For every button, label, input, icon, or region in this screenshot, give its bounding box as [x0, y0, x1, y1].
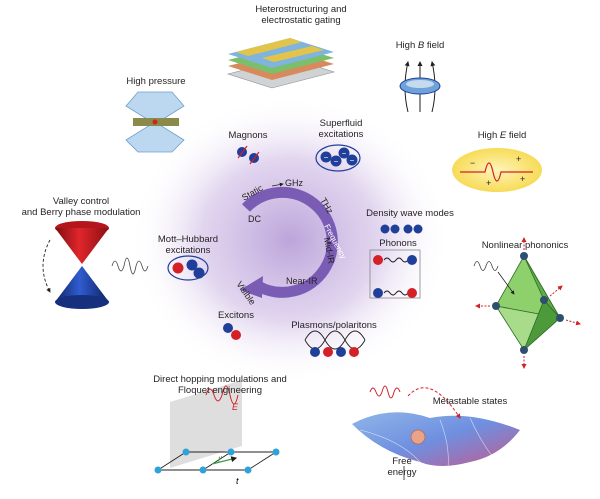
density-wave-glyph	[380, 224, 423, 234]
phonons-glyph	[369, 249, 421, 299]
svg-text:−: −	[324, 153, 329, 162]
plasmons-glyph	[304, 330, 366, 357]
mott-hubbard-glyph	[167, 255, 209, 281]
svg-text:−: −	[342, 149, 347, 158]
label-high-pressure: High pressure	[126, 76, 186, 87]
label-superfluid-line2: excitations	[318, 129, 364, 140]
svg-text:+: +	[516, 154, 521, 164]
label-floquet-line2: Floquet engineering	[178, 385, 262, 396]
svg-text:+: +	[486, 178, 491, 188]
label-superfluid: Superfluid excitations	[306, 118, 376, 140]
b-field-suffix: field	[424, 40, 445, 51]
svg-text:−: −	[334, 157, 339, 166]
e-field-prefix: High	[477, 130, 500, 141]
tick-ghz: GHz	[285, 178, 304, 188]
label-plasmons: Plasmons/polaritons	[291, 320, 377, 331]
b-field-symbol: B	[417, 40, 425, 51]
label-heterostructuring-line1: Heterostructuring and	[255, 4, 347, 15]
label-high-e-field: High E field	[462, 130, 542, 141]
label-heterostructuring: Heterostructuring and electrostatic gati…	[226, 4, 376, 26]
b-field-prefix: High	[395, 40, 418, 51]
label-free-energy-line2: energy	[387, 467, 417, 478]
label-magnons: Magnons	[228, 130, 268, 141]
floquet-t-label: t	[236, 476, 239, 486]
label-valley-line2: and Berry phase modulation	[21, 207, 141, 218]
label-phonons: Phonons	[379, 238, 417, 249]
e-field-suffix: field	[506, 130, 527, 141]
label-floquet-line1: Direct hopping modulations and	[153, 374, 287, 385]
label-excitons: Excitons	[218, 310, 254, 321]
label-density-wave: Density wave modes	[366, 208, 454, 219]
e-field-symbol: E	[499, 130, 507, 141]
label-mott-line2: excitations	[165, 245, 211, 256]
label-mott-line1: Mott–Hubbard	[157, 234, 219, 245]
label-metastable-states: Metastable states	[432, 396, 508, 407]
metastable-illustration	[352, 385, 520, 480]
dirac-cone-illustration	[42, 221, 149, 309]
frequency-halo	[130, 95, 450, 385]
label-valley-control: Valley control and Berry phase modulatio…	[6, 196, 156, 218]
e-field-illustration: − + + +	[452, 148, 542, 192]
label-floquet: Direct hopping modulations and Floquet e…	[120, 374, 320, 396]
label-mott-hubbard: Mott–Hubbard excitations	[148, 234, 228, 256]
svg-text:−: −	[470, 158, 475, 168]
floquet-tprime-label: t'	[218, 455, 222, 464]
floquet-illustration: E t t'	[154, 380, 280, 486]
heterostructure-illustration	[226, 38, 336, 89]
tick-dc: DC	[248, 214, 261, 224]
label-free-energy-line1: Free	[392, 456, 412, 467]
b-field-illustration	[399, 61, 441, 113]
excitons-glyph	[223, 323, 241, 340]
floquet-e-label: E	[232, 402, 239, 412]
tick-near-ir: Near-IR	[286, 276, 318, 286]
octahedron-illustration	[473, 237, 581, 369]
label-high-b-field: High B field	[385, 40, 455, 51]
label-free-energy: Free energy	[372, 456, 432, 478]
svg-text:−: −	[350, 156, 355, 165]
svg-text:+: +	[520, 174, 525, 184]
label-heterostructuring-line2: electrostatic gating	[261, 15, 341, 26]
high-pressure-illustration	[125, 91, 185, 153]
tick-mid-ir: Mid-IR	[322, 237, 337, 265]
magnons-glyph	[237, 145, 260, 165]
superfluid-glyph: −−−−	[315, 144, 361, 172]
label-valley-line1: Valley control	[52, 196, 110, 207]
label-nonlinear-phononics: Nonlinear phononics	[481, 240, 569, 251]
label-superfluid-line1: Superfluid	[319, 118, 363, 129]
